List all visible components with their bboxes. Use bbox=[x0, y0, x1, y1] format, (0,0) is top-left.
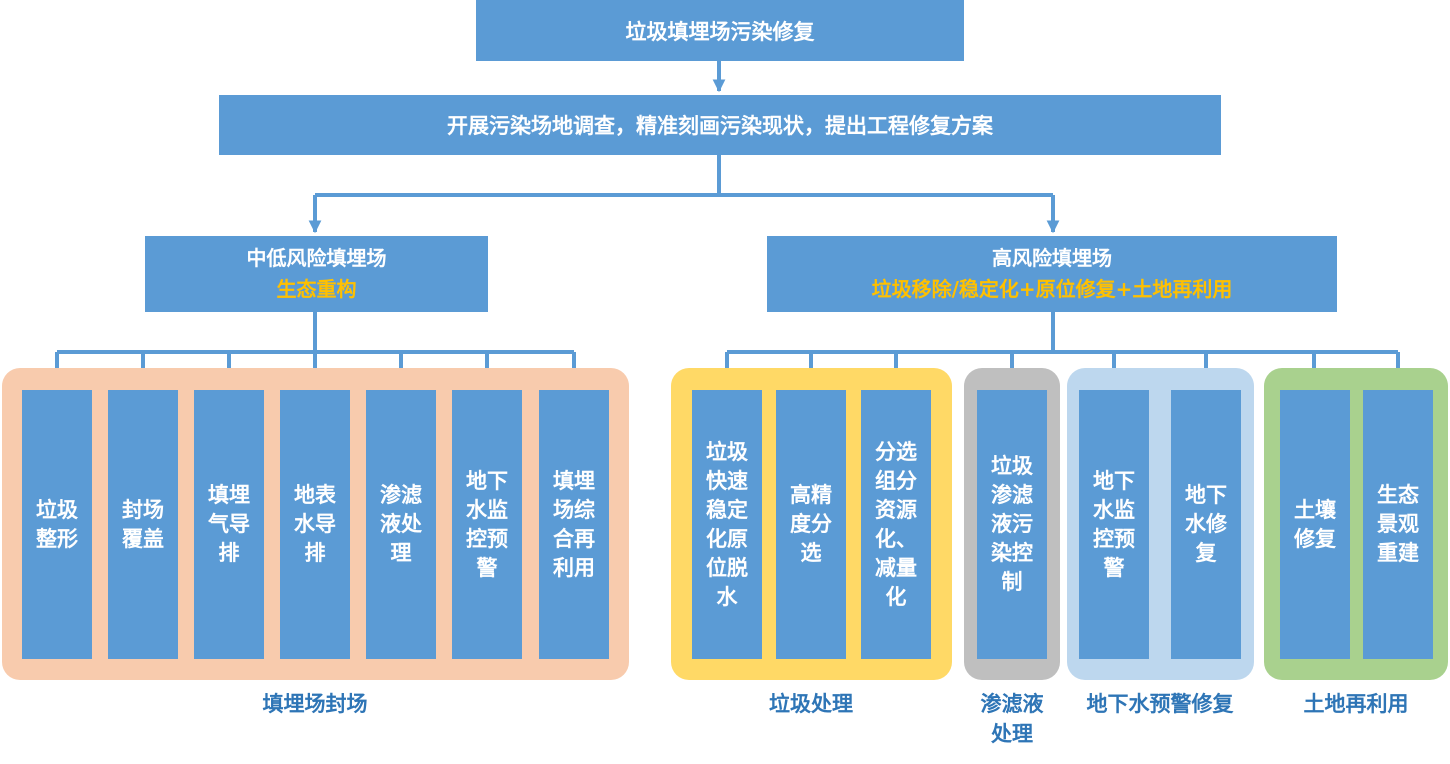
leaf-garbage-shaping: 垃圾整形 bbox=[22, 390, 92, 659]
leaf-groundwater-repair: 地下水修复 bbox=[1171, 390, 1241, 659]
leaf-closure-cover: 封场覆盖 bbox=[108, 390, 178, 659]
low-risk-subtitle: 生态重构 bbox=[276, 277, 357, 301]
root-title: 垃圾填埋场污染修复 bbox=[625, 19, 815, 44]
group-label-leachate: 渗滤液处理 bbox=[980, 692, 1044, 746]
leaf-groundwater-monitor: 地下水监控预警 bbox=[452, 390, 522, 659]
leaf-landfill-reuse: 填埋场综合再利用 bbox=[539, 390, 609, 659]
leaf-resource-reduction: 分选组分资源化、减量化 bbox=[861, 390, 931, 659]
high-risk-title: 高风险填埋场 bbox=[992, 246, 1112, 270]
leaf-surface-water: 地表水导排 bbox=[280, 390, 350, 659]
low-risk-box: 中低风险填埋场 生态重构 bbox=[145, 236, 488, 312]
leaf-rapid-stabilization: 垃圾快速稳定化原位脱水 bbox=[692, 390, 762, 659]
high-risk-subtitle: 垃圾移除/稳定化+原位修复+土地再利用 bbox=[871, 277, 1233, 301]
group-label-waste: 垃圾处理 bbox=[769, 692, 853, 716]
leaf-landfill-gas: 填埋气导排 bbox=[194, 390, 264, 659]
leaf-leachate-control: 垃圾渗滤液污染控制 bbox=[977, 390, 1047, 659]
group-label-land: 土地再利用 bbox=[1303, 692, 1409, 716]
leaf-groundwater-warning: 地下水监控预警 bbox=[1079, 390, 1149, 659]
survey-text: 开展污染场地调查，精准刻画污染现状，提出工程修复方案 bbox=[447, 114, 993, 138]
low-risk-title: 中低风险填埋场 bbox=[246, 246, 387, 270]
root-box: 垃圾填埋场污染修复 bbox=[476, 0, 964, 61]
group-label-closure: 填埋场封场 bbox=[262, 692, 368, 716]
leaf-leachate-treatment: 渗滤液处理 bbox=[366, 390, 436, 659]
high-risk-box: 高风险填埋场 垃圾移除/稳定化+原位修复+土地再利用 bbox=[767, 236, 1337, 312]
survey-box: 开展污染场地调查，精准刻画污染现状，提出工程修复方案 bbox=[219, 95, 1221, 155]
leaf-precision-sorting: 高精度分选 bbox=[776, 390, 846, 659]
group-label-groundwater: 地下水预警修复 bbox=[1086, 692, 1234, 716]
leaf-soil-repair: 土壤修复 bbox=[1280, 390, 1350, 659]
leaf-eco-landscape: 生态景观重建 bbox=[1363, 390, 1433, 659]
